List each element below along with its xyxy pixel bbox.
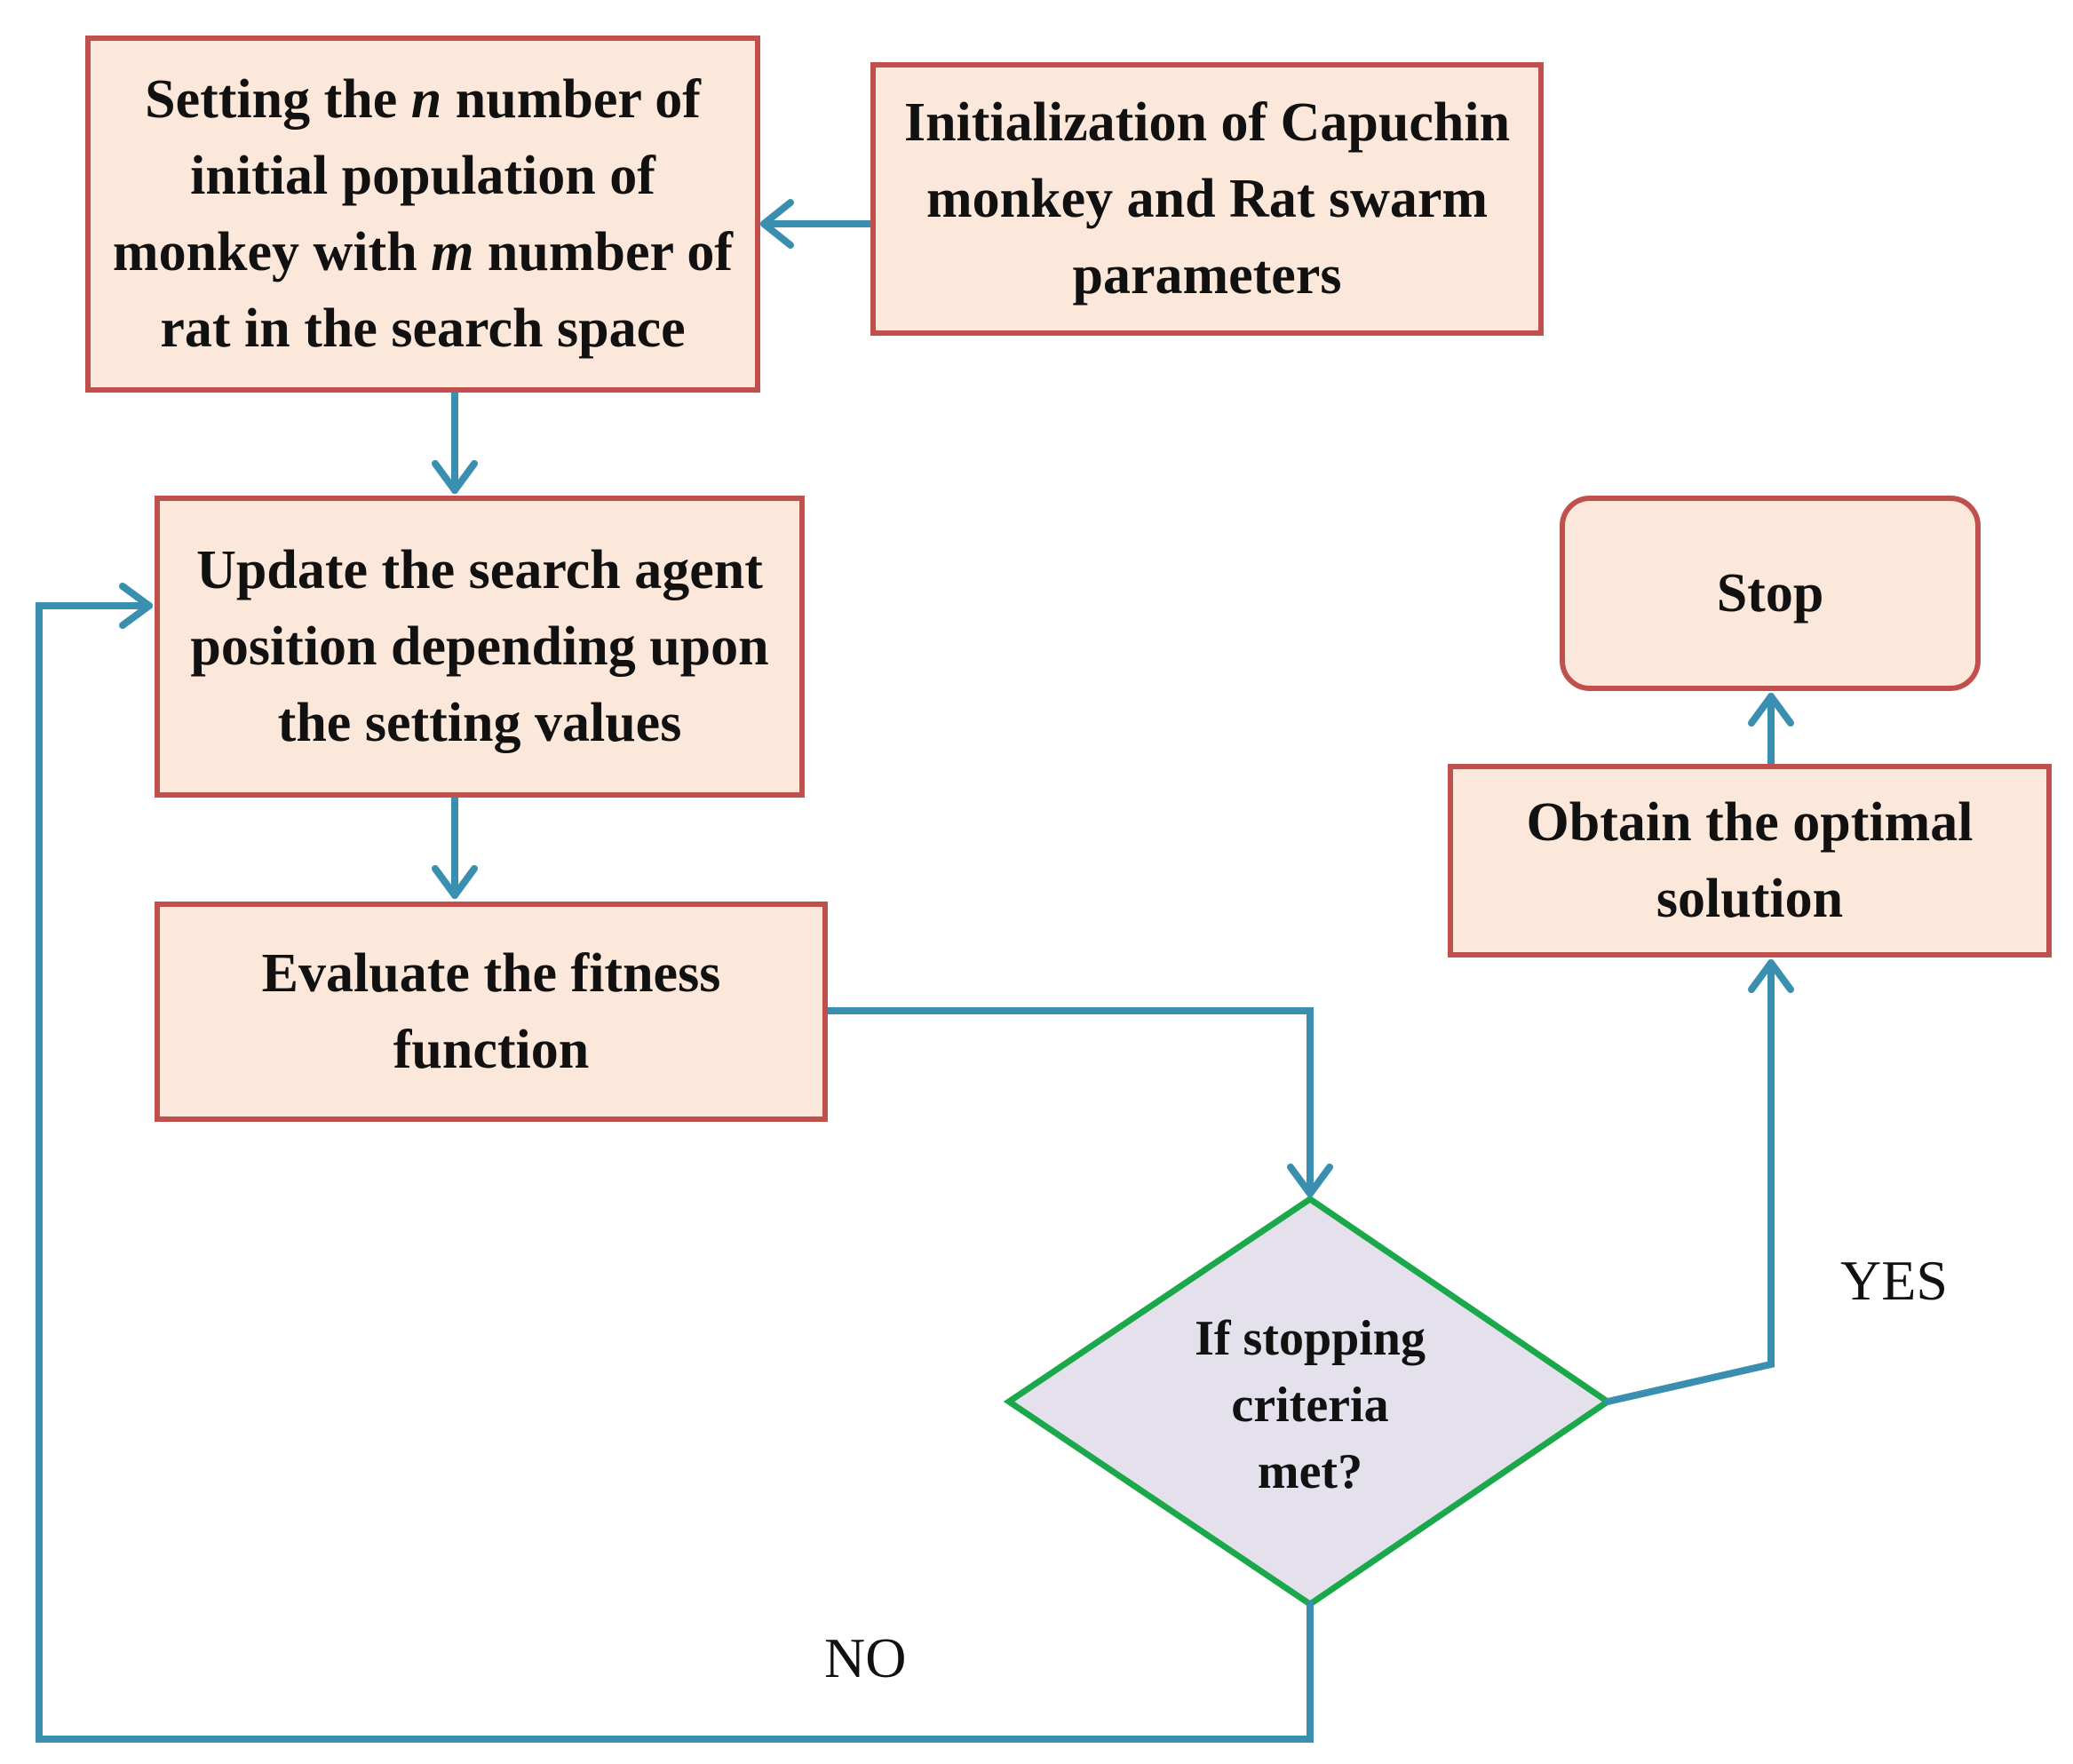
setting-line-2-a: initial population of — [190, 146, 655, 206]
arrow-setting-to-update — [432, 389, 478, 494]
setting-line-1-b: number of — [441, 69, 701, 130]
evaluate-line-1: Evaluate the fitness — [261, 943, 721, 1004]
initialization-box: Initialization of Capuchin monkey and Ra… — [870, 62, 1544, 336]
setting-line-4: rat in the search space — [160, 290, 685, 367]
update-line-1: Update the search agent — [196, 540, 763, 600]
setting-line-4-a: rat in the search space — [160, 298, 686, 359]
setting-line-3-var: m — [431, 222, 474, 282]
decision-line-3: met? — [1257, 1444, 1363, 1499]
arrow-decision-no-to-update — [36, 583, 1314, 1743]
no-branch-label: NO — [824, 1626, 907, 1689]
decision-line-2: criteria — [1231, 1378, 1389, 1433]
obtain-line-2: solution — [1656, 869, 1844, 929]
update-position-box: Update the search agent position dependi… — [155, 496, 805, 798]
setting-line-1: Setting the n number of — [145, 61, 701, 138]
init-line-2: monkey and Rat swarm — [925, 169, 1489, 229]
arrow-obtain-to-stop — [1748, 693, 1794, 767]
decision-label: If stopping criteria met? — [1124, 1306, 1497, 1506]
setting-line-3-b: number of — [473, 222, 734, 282]
init-line-1: Initialization of Capuchin — [903, 92, 1511, 153]
arrow-update-to-evaluate — [432, 794, 478, 899]
arrow-init-to-setting — [760, 199, 874, 249]
obtain-solution-box: Obtain the optimal solution — [1448, 764, 2052, 957]
decision-line-1: If stopping — [1195, 1311, 1426, 1366]
update-line-2: position depending upon — [190, 616, 769, 677]
stop-terminator: Stop — [1560, 496, 1981, 691]
setting-line-3-a: monkey with — [112, 222, 432, 282]
init-line-3: parameters — [1072, 245, 1342, 306]
arrow-decision-yes-to-obtain — [1604, 959, 1794, 1405]
setting-line-3: monkey with m number of — [113, 214, 733, 290]
obtain-line-1: Obtain the optimal — [1526, 792, 1974, 853]
update-line-3: the setting values — [277, 693, 682, 753]
evaluate-fitness-box: Evaluate the fitness function — [155, 902, 828, 1122]
yes-branch-label: YES — [1840, 1249, 1948, 1312]
setting-line-2: initial population of — [190, 138, 655, 214]
setting-line-1-var: n — [410, 69, 442, 130]
setting-population-box: Setting the n number of initial populati… — [85, 36, 760, 393]
evaluate-line-2: function — [393, 1020, 590, 1080]
setting-line-1-a: Setting the — [145, 69, 411, 130]
stop-label: Stop — [1716, 563, 1824, 624]
arrow-evaluate-to-decision — [824, 1007, 1333, 1197]
